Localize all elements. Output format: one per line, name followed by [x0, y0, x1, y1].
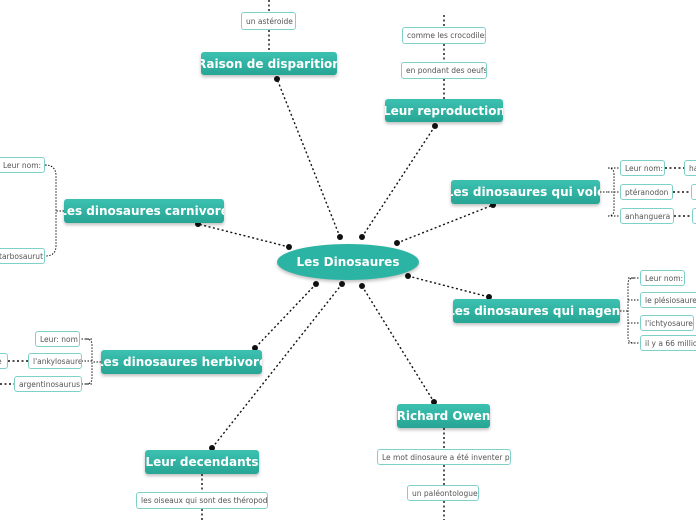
spoke-nagent [407, 275, 490, 298]
subtopic-argentinosaurus[interactable]: argentinosaurus [14, 376, 82, 392]
subtopic-nagent-leur-nom[interactable]: Leur nom: [640, 270, 685, 286]
subtopic-carnivore-leur-nom[interactable]: Leur nom: [0, 157, 45, 173]
spoke-dot-root-raison [337, 234, 343, 240]
bracket-herbivore [80, 338, 101, 385]
topic-leur-reproduction[interactable]: Leur reproduction [385, 99, 503, 122]
subtopic-pteranodon[interactable]: ptéranodon [620, 184, 673, 200]
subtopic-pteranodon-detail[interactable] [691, 184, 696, 200]
subtopic-ichtyosaure[interactable]: l'ichtyosaure [640, 315, 694, 331]
spoke-dot-topic-decendants [209, 445, 215, 451]
subtopic-oiseaux-theropodes[interactable]: les oiseaux qui sont des théropodes [136, 492, 268, 509]
subtopic-66-millions[interactable]: il y a 66 millions [640, 335, 696, 351]
spoke-dot-root-reproduction [359, 234, 365, 240]
subtopic-paleontologue[interactable]: un paléontologue [407, 485, 479, 501]
spoke-dot-root-owen [359, 283, 365, 289]
root-node[interactable]: Les Dinosaures [277, 244, 419, 280]
spoke-herbivore [254, 283, 317, 349]
bracket-vole [600, 167, 620, 217]
subtopic-anhanguera-detail[interactable] [692, 208, 696, 224]
spoke-dot-root-carnivore [286, 244, 292, 250]
spoke-vole [396, 204, 494, 244]
bracket-carnivore [44, 164, 64, 257]
spoke-owen [361, 285, 435, 403]
subtopic-mot-dinosaure[interactable]: Le mot dinosaure a été inventer par: [377, 449, 511, 465]
spoke-raison [276, 78, 341, 238]
bracket-nagent [620, 277, 640, 344]
subtopic-vole-leur-nom[interactable]: Leur nom: [620, 160, 665, 176]
spoke-dot-root-decendants [339, 281, 345, 287]
spoke-reproduction [361, 125, 436, 238]
spoke-dot-root-nagent [405, 273, 411, 279]
subtopic-ankylosaure[interactable]: l'ankylosaure [28, 353, 82, 369]
subtopic-pondant-oeufs[interactable]: en pondant des oeufs [401, 62, 487, 79]
subtopic-crocodiles[interactable]: comme les crocodiles [402, 27, 486, 44]
spoke-dot-topic-herbivore [252, 345, 258, 351]
topic-richard-owen[interactable]: Richard Owen [397, 404, 490, 428]
subtopic-plesiosaures[interactable]: le plésiosaures [640, 292, 696, 308]
topic-dinosaures-qui-nagent[interactable]: Les dinosaures qui nagent [453, 299, 620, 323]
spoke-dot-topic-raison [274, 76, 280, 82]
subtopic-herbivore-leur-nom[interactable]: Leur: nom [35, 331, 80, 347]
topic-raison-de-disparition[interactable]: Raison de disparition [201, 52, 337, 75]
topic-dinosaures-qui-vole[interactable]: Les dinosaures qui vole [451, 180, 600, 204]
spoke-dot-topic-owen [431, 399, 437, 405]
topic-dinosaures-carnivore[interactable]: Les dinosaures carnivore [64, 199, 224, 223]
spoke-dot-topic-reproduction [432, 123, 438, 129]
solid-connectors [44, 164, 640, 385]
subtopic-asteroide[interactable]: un astéroide [241, 12, 296, 30]
subtopic-ankylosaure-detail[interactable]: e [0, 353, 8, 369]
connector-dots [195, 76, 496, 451]
spoke-carnivore [197, 223, 290, 248]
subtopic-vole-name-value[interactable]: ha [684, 160, 696, 176]
spoke-dot-root-herbivore [313, 281, 319, 287]
spoke-dot-topic-nagent [486, 294, 492, 300]
topic-leur-decendants[interactable]: Leur decendants [145, 450, 259, 474]
subtopic-tarbosaurut[interactable]: tarbosaurut [0, 248, 45, 264]
spoke-dot-root-vole [394, 240, 400, 246]
subtopic-anhanguera[interactable]: anhanguera [620, 208, 674, 224]
topic-dinosaures-herbivore[interactable]: Les dinosaures herbivore [101, 350, 262, 374]
spoke-decendants [211, 283, 343, 449]
